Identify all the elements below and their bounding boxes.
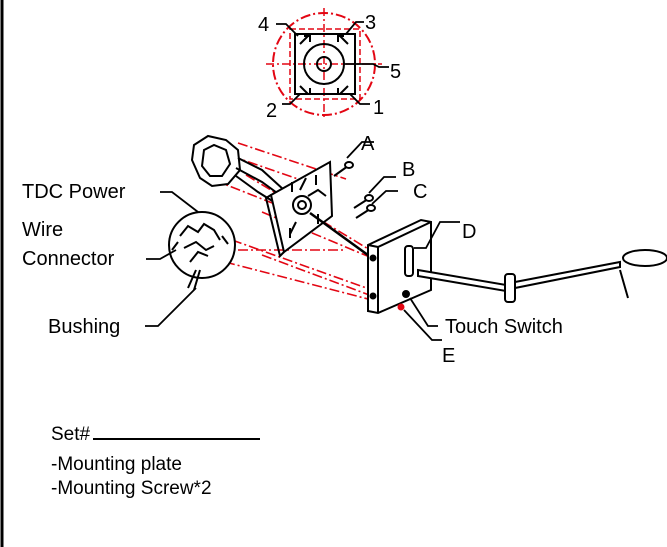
corner-tab-tr bbox=[337, 35, 349, 45]
leader-4 bbox=[276, 23, 299, 37]
leader-E bbox=[403, 309, 442, 341]
label-2: 2 bbox=[266, 100, 277, 122]
label-A: A bbox=[361, 133, 375, 155]
label-wire: Wire bbox=[22, 219, 63, 241]
label-connector: Connector bbox=[22, 248, 115, 270]
mounting-plate bbox=[264, 160, 373, 260]
label-D: D bbox=[462, 221, 476, 243]
label-bushing: Bushing bbox=[48, 316, 120, 338]
corner-tab-tl bbox=[299, 35, 311, 45]
leader-A bbox=[346, 141, 374, 159]
corner-tab-br bbox=[337, 85, 349, 95]
leader-tdc-power bbox=[160, 191, 199, 213]
leader-bushing bbox=[145, 287, 197, 327]
touch-switch-red-dot bbox=[397, 303, 405, 311]
leader-5 bbox=[343, 63, 389, 68]
item-mounting-plate: -Mounting plate bbox=[51, 454, 182, 475]
leader-C bbox=[371, 190, 398, 205]
label-E: E bbox=[442, 345, 455, 367]
switch-housing bbox=[367, 218, 432, 315]
leader-3 bbox=[345, 21, 364, 35]
leader-1 bbox=[349, 93, 370, 105]
label-tdc-power: TDC Power bbox=[22, 181, 126, 203]
set-number-line bbox=[93, 438, 260, 440]
label-3: 3 bbox=[365, 12, 376, 34]
leader-D bbox=[414, 221, 460, 249]
label-1: 1 bbox=[373, 97, 384, 119]
screws bbox=[333, 161, 376, 219]
leader-2 bbox=[282, 93, 301, 105]
leader-B bbox=[368, 176, 396, 194]
leader-wire-connector bbox=[146, 249, 177, 260]
top-view-center-hole bbox=[316, 56, 332, 72]
lamp-arm bbox=[417, 249, 667, 303]
label-touch-switch: Touch Switch bbox=[445, 316, 563, 338]
label-B: B bbox=[402, 159, 415, 181]
leader-touch-switch bbox=[409, 297, 438, 327]
wire-connector-detail bbox=[168, 211, 236, 291]
corner-tab-bl bbox=[299, 85, 311, 95]
label-C: C bbox=[413, 181, 427, 203]
set-number-label: Set# bbox=[51, 424, 91, 445]
item-mounting-screw: -Mounting Screw*2 bbox=[51, 478, 212, 499]
top-view-detail bbox=[266, 8, 389, 120]
label-5: 5 bbox=[390, 61, 401, 83]
label-4: 4 bbox=[258, 14, 269, 36]
